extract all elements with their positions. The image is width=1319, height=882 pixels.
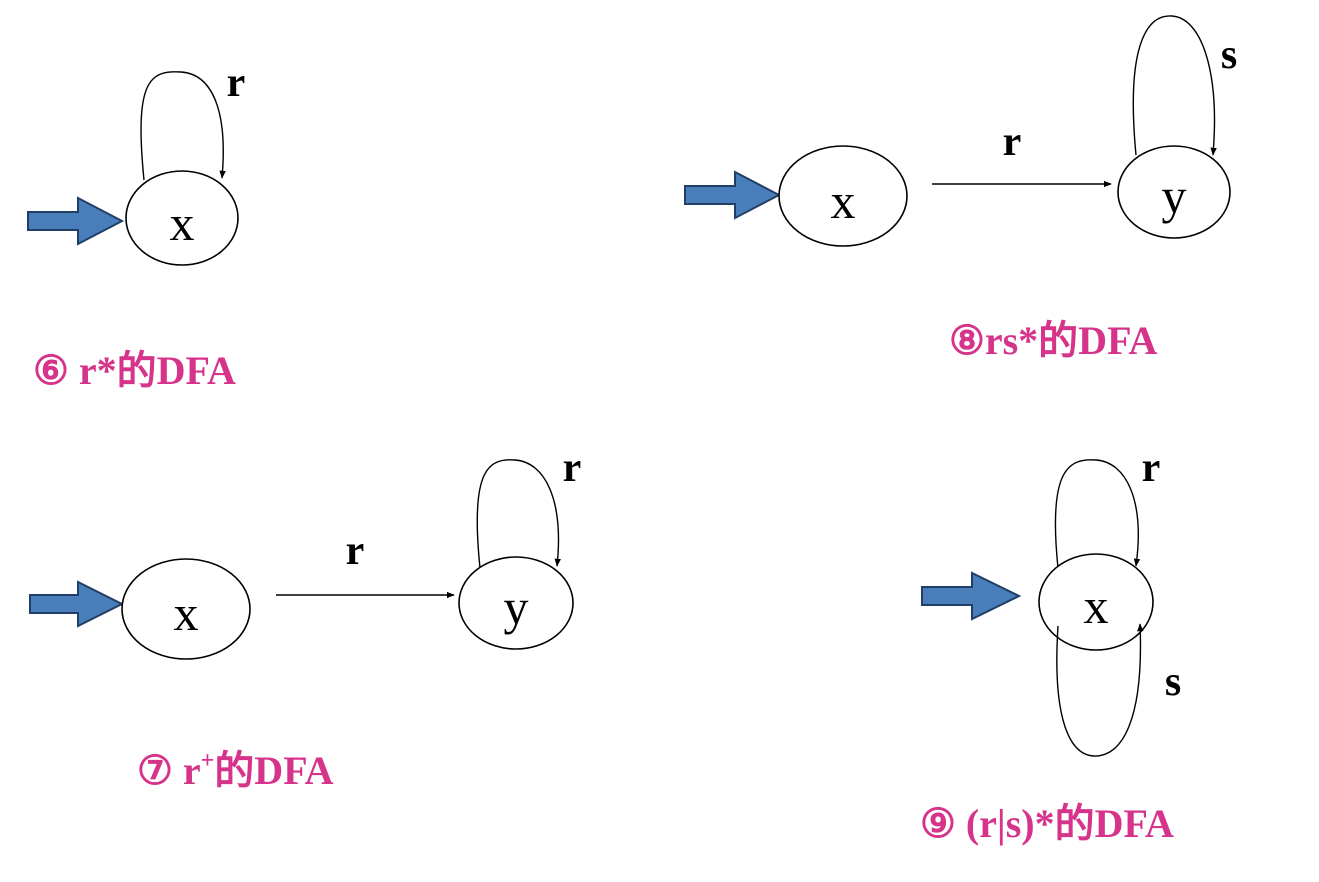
panel-r-plus: x r y r ⑦ r+的DFA [29,445,582,793]
panel-rs-star: x r y s ⑧rs*的DFA [684,15,1237,363]
self-loop-y [1132,15,1217,156]
loop-top-label: r [1142,445,1161,491]
state-y [1117,145,1231,239]
state-x-label: x [1084,578,1109,634]
caption-r-or-s-star: ⑨ (r|s)*的DFA [920,801,1174,846]
caption-number: ⑨ [920,801,956,846]
caption-label-rest: 的DFA [214,748,333,793]
caption-label: (r|s)*的DFA [956,801,1174,846]
edge-x-to-y-label: r [1003,119,1022,165]
caption-r-star: ⑥ r*的DFA [33,348,236,393]
caption-label: r [173,748,201,793]
panel-r-or-s-star: x r s ⑨ (r|s)*的DFA [920,445,1181,846]
caption-rs-star: ⑧rs*的DFA [949,318,1158,363]
self-loop-bottom [1056,623,1144,757]
state-x-label: x [831,173,856,229]
panel-r-star: x r ⑥ r*的DFA [27,60,246,393]
state-x [1038,553,1154,651]
state-x-label: x [170,195,195,251]
loop-label: r [227,60,246,106]
self-loop-y [476,459,561,569]
state-x-label: x [174,585,199,641]
start-arrow-icon [921,571,1022,621]
caption-r-plus: ⑦ r+的DFA [137,748,334,793]
state-y-label: y [504,579,529,635]
state-x [125,170,239,266]
start-arrow-icon [684,170,782,220]
state-y [458,556,574,650]
caption-label: rs*的DFA [985,318,1158,363]
self-loop-top [1054,459,1141,569]
caption-label: r*的DFA [69,348,236,393]
state-y-label: y [1162,168,1187,224]
start-arrow-icon [27,196,125,246]
state-x [121,558,251,660]
caption-superscript: + [201,748,215,774]
self-loop-x [140,71,226,181]
caption-number: ⑦ [137,748,173,793]
caption-number: ⑥ [33,348,69,393]
edge-x-to-y-label: r [346,528,365,574]
caption-number: ⑧ [949,318,985,363]
state-x [778,145,908,247]
loop-bottom-label: s [1165,659,1181,705]
loop-label: r [563,445,582,491]
start-arrow-icon [29,580,125,628]
loop-label: s [1221,32,1237,78]
